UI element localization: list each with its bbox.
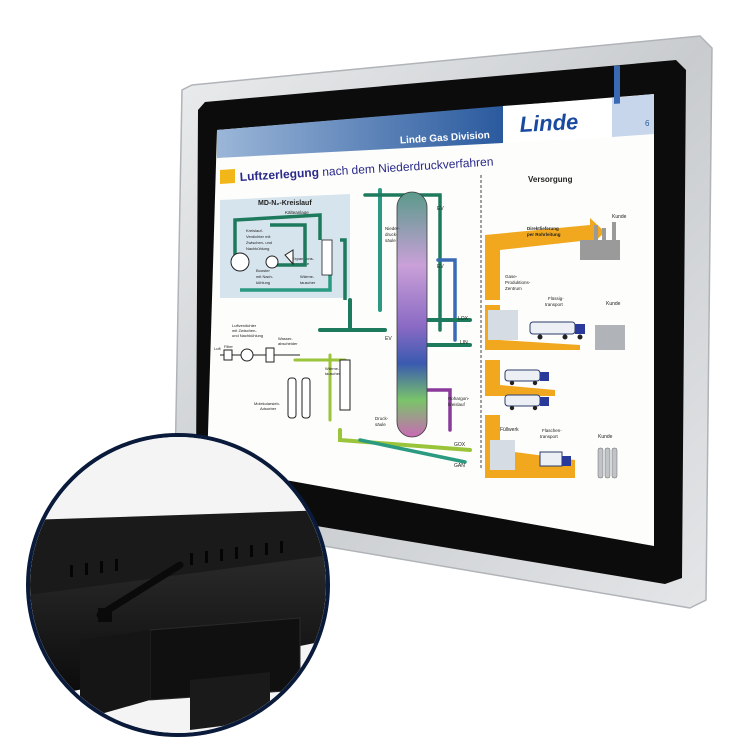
truck-icon [539, 451, 571, 467]
svg-text:LOX: LOX [458, 316, 469, 322]
header-title: Linde Gas Division [400, 130, 491, 146]
turbine-icon [284, 249, 294, 266]
svg-text:EV: EV [437, 206, 444, 212]
svg-text:säule: säule [385, 238, 396, 243]
svg-text:per Rohrleitung: per Rohrleitung [527, 232, 561, 237]
svg-text:Luft: Luft [214, 346, 222, 351]
svg-text:Molekularsieb-: Molekularsieb- [254, 401, 281, 406]
process-pipes [293, 188, 472, 464]
page-number: 6 [645, 119, 650, 128]
svg-text:Produktions-: Produktions- [505, 280, 531, 285]
svg-text:Gase-: Gase- [505, 274, 518, 279]
svg-text:EV: EV [437, 264, 444, 270]
svg-text:Wasser-: Wasser- [278, 336, 293, 341]
svg-text:Druck-: Druck- [375, 416, 389, 421]
truck-icon [529, 321, 585, 340]
compressor-icon [265, 255, 279, 269]
svg-text:Verdichter mit: Verdichter mit [246, 234, 271, 239]
svg-text:Zentrum: Zentrum [505, 286, 522, 291]
distillation-column [396, 191, 428, 438]
svg-text:Filter: Filter [224, 344, 234, 349]
svg-text:Adsorber: Adsorber [260, 406, 277, 411]
svg-text:druck-: druck- [385, 232, 398, 237]
filter-icon [223, 349, 233, 361]
svg-text:Zwischen- und: Zwischen- und [246, 240, 272, 245]
svg-text:GOX: GOX [454, 442, 466, 448]
svg-text:Booster: Booster [256, 268, 270, 273]
truck-icon [504, 369, 549, 386]
compressor-icon [240, 348, 254, 362]
svg-text:Luftverdichter: Luftverdichter [232, 323, 257, 328]
supply-title: Versorgung [528, 175, 573, 184]
svg-text:Flaschen-: Flaschen- [542, 428, 562, 433]
svg-text:kreislauf: kreislauf [448, 402, 466, 407]
svg-text:Kunde: Kunde [612, 214, 627, 220]
svg-text:tauscher: tauscher [325, 371, 341, 376]
cylinder-icon [597, 447, 618, 479]
svg-text:Rohargon-: Rohargon- [448, 396, 470, 401]
pipeline-arrow [485, 218, 605, 300]
svg-text:Nieder-: Nieder- [385, 226, 400, 231]
svg-text:Flüssig-: Flüssig- [548, 296, 564, 301]
svg-text:kühlung: kühlung [256, 280, 270, 285]
slide-header [217, 106, 503, 158]
svg-text:mit Zwischen-: mit Zwischen- [232, 328, 257, 333]
svg-text:EV: EV [385, 336, 392, 342]
svg-text:transport: transport [545, 302, 564, 307]
svg-text:Füllwerk: Füllwerk [500, 427, 519, 433]
svg-text:Direktlieferung: Direktlieferung [527, 226, 559, 231]
svg-text:säule: säule [375, 422, 386, 427]
linde-logo: Linde [519, 109, 579, 137]
loop-title: MD-N₂-Kreislauf [258, 200, 312, 207]
antenna [96, 561, 184, 619]
svg-text:Kunde: Kunde [598, 434, 613, 440]
factory-icon [580, 222, 620, 260]
svg-text:transport: transport [540, 434, 559, 439]
truck-icon [504, 394, 549, 411]
svg-text:Wärme-: Wärme- [300, 274, 315, 279]
svg-text:Nachkühlung: Nachkühlung [246, 246, 269, 251]
compressor-icon [230, 252, 250, 272]
svg-text:abscheider: abscheider [278, 341, 298, 346]
svg-text:Kälteanlage: Kälteanlage [285, 210, 309, 215]
svg-text:LIN: LIN [460, 340, 468, 346]
svg-text:mit Nach-: mit Nach- [256, 274, 274, 279]
slide-title: Luftzerlegung nach dem Niederdruckverfah… [239, 155, 493, 184]
svg-text:GAN: GAN [454, 463, 465, 469]
svg-text:Kunde: Kunde [606, 301, 621, 307]
svg-text:Kreislauf-: Kreislauf- [246, 228, 264, 233]
svg-text:tauscher: tauscher [300, 280, 316, 285]
svg-text:und Nachkühlung: und Nachkühlung [232, 333, 263, 338]
svg-text:Wärme-: Wärme- [325, 366, 340, 371]
